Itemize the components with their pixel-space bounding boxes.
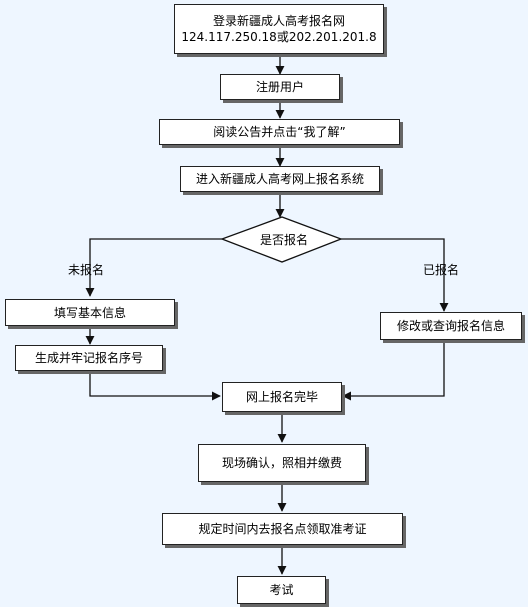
start-node: 登录新疆成人高考报名网 124.117.250.18或202.201.201.8 — [174, 4, 384, 54]
arrow-generate-done — [89, 371, 221, 401]
decision-diamond — [220, 216, 343, 263]
branch-label-not-registered: 未报名 — [68, 263, 105, 277]
arrow-modify-done — [342, 340, 445, 401]
branch-label-registered: 已报名 — [423, 263, 460, 277]
arrow-decision-left — [85, 238, 222, 297]
read-notice-node: 阅读公告并点击“我了解” — [159, 119, 400, 145]
register-node: 注册用户 — [220, 74, 340, 100]
start-node-title: 登录新疆成人高考报名网 — [212, 14, 345, 28]
generate-number-node: 生成并牢记报名序号 — [15, 345, 163, 371]
get-ticket-node: 规定时间内去报名点领取准考证 — [162, 513, 403, 545]
decision-label: 是否报名 — [259, 233, 308, 247]
start-node-addresses: 124.117.250.18或202.201.201.8 — [181, 30, 377, 44]
fill-info-node: 填写基本信息 — [5, 299, 175, 326]
online-done-node: 网上报名完毕 — [222, 382, 342, 412]
arrow-decision-right — [341, 238, 449, 312]
modify-query-node: 修改或查询报名信息 — [380, 312, 522, 340]
confirm-pay-node: 现场确认，照相并缴费 — [198, 444, 366, 482]
exam-node: 考试 — [237, 576, 326, 604]
enter-system-node: 进入新疆成人高考网上报名系统 — [180, 166, 380, 192]
